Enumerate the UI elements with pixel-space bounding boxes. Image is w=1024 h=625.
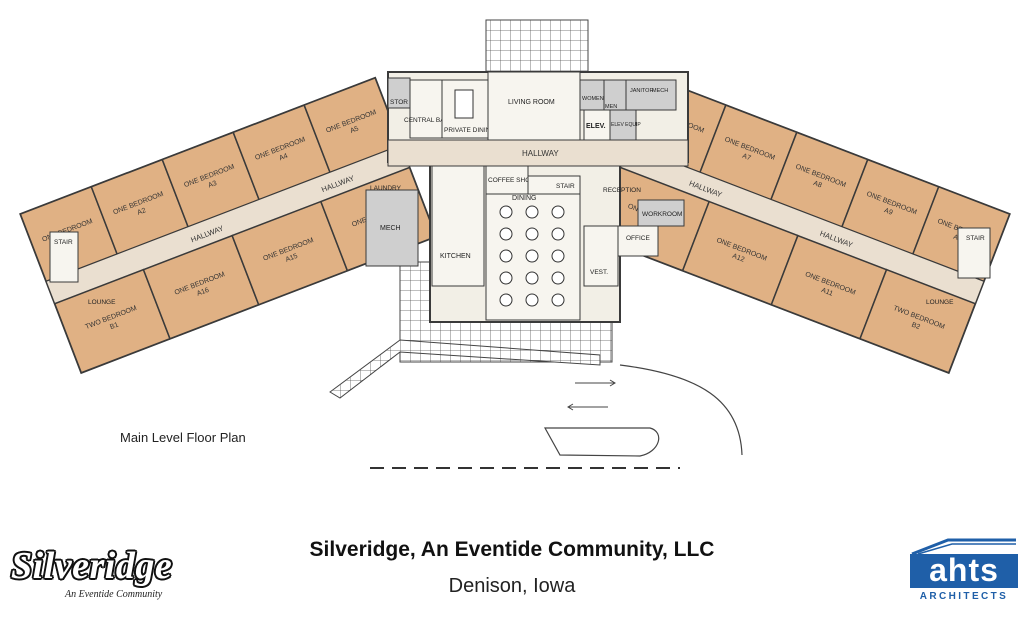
vest-label: VEST.	[590, 269, 608, 276]
ahts-logo-tagline: ARCHITECTS	[919, 591, 1009, 602]
living-room	[487, 71, 581, 141]
lounge-right-label: LOUNGE	[926, 299, 954, 306]
dining-table	[551, 205, 565, 219]
dining-table	[499, 271, 513, 285]
laundry-label: LAUNDRY	[370, 185, 402, 192]
mech-top-label: MECH	[652, 88, 668, 94]
stair-right-label: STAIR	[966, 235, 985, 242]
central-hallway	[387, 139, 689, 167]
page-subtitle: Denison, Iowa	[448, 575, 576, 597]
dining-table	[551, 271, 565, 285]
central-bath	[409, 79, 443, 139]
central-hallway-label: HALLWAY	[522, 149, 559, 158]
janitor-label: JANITOR	[630, 88, 653, 94]
dining-tables	[499, 205, 565, 307]
dining-table	[525, 205, 539, 219]
kitchen-label: KITCHEN	[440, 253, 471, 260]
coffee-shop-label: COFFEE SHOP	[488, 177, 535, 184]
stair-right	[957, 227, 991, 279]
silveridge-logo-tagline: An Eventide Community	[65, 589, 163, 600]
dining-table	[551, 249, 565, 263]
unit-room-label: A3	[207, 180, 218, 190]
page-title: Silveridge, An Eventide Community, LLC	[309, 538, 715, 561]
canopy-paving	[485, 19, 589, 73]
dining-table	[525, 271, 539, 285]
ahts-logo-mark: ahts	[910, 554, 1018, 588]
walk-paving	[329, 339, 601, 399]
men-label: MEN	[605, 104, 617, 110]
elev-equip-label: ELEV EQUIP	[611, 122, 641, 128]
arrow-right-head	[609, 379, 616, 387]
unit-room-label: B2	[910, 322, 921, 332]
unit-room-label: A12	[731, 253, 745, 264]
unit-room-label: A7	[741, 153, 752, 163]
office	[617, 225, 659, 257]
vestibule	[583, 225, 619, 287]
dining-table	[525, 227, 539, 241]
elevator	[583, 109, 611, 141]
unit-room-label: A16	[196, 287, 210, 298]
stair-left	[49, 231, 79, 283]
dining-table	[525, 293, 539, 307]
dining-table	[499, 227, 513, 241]
dining-table	[525, 249, 539, 263]
arrow-left-head	[567, 403, 574, 411]
unit-room-label: B1	[109, 322, 120, 332]
unit-room-label: A9	[883, 207, 894, 217]
mech-label: MECH	[380, 225, 401, 232]
unit-room-label: A4	[278, 153, 289, 163]
unit-room-label: A11	[820, 287, 834, 298]
dining-table	[551, 293, 565, 307]
dining-label: DINING	[512, 195, 537, 202]
drive-curve	[619, 364, 743, 456]
stor-label: STOR	[390, 99, 408, 106]
workroom-label: WORKROOM	[642, 211, 682, 218]
living-room-label: LIVING ROOM	[508, 99, 555, 106]
workroom	[637, 199, 685, 227]
women-label: WOMEN	[582, 96, 604, 102]
dining-table	[499, 205, 513, 219]
plan-title: Main Level Floor Plan	[120, 430, 246, 445]
unit-room-label: A2	[136, 207, 147, 217]
elev-equip-room	[609, 109, 637, 141]
unit-room-label: A15	[285, 253, 299, 264]
unit-room-label: A5	[349, 125, 360, 135]
silveridge-logo: Silveridge An Eventide Community	[5, 540, 215, 610]
dining-table	[499, 293, 513, 307]
ahts-roof-icon	[911, 538, 1016, 556]
unit-room-label: A8	[812, 180, 823, 190]
kitchen	[431, 165, 485, 287]
office-label: OFFICE	[626, 235, 650, 242]
lounge-left-label: LOUNGE	[88, 299, 116, 306]
elevator-label: ELEV.	[586, 123, 606, 130]
drop-off-island	[543, 427, 660, 457]
stair-left-label: STAIR	[54, 239, 73, 246]
mech-room	[365, 189, 419, 267]
unit-room	[859, 268, 977, 374]
ahts-logo: ahts ARCHITECTS	[908, 536, 1020, 608]
central-bath-label: CENTRAL BATH	[404, 117, 453, 124]
coffee-shop	[485, 165, 529, 195]
dining-table	[551, 227, 565, 241]
stair-center-label: STAIR	[556, 183, 575, 190]
private-dining-label: PRIVATE DINING	[444, 127, 495, 134]
womens-restroom	[579, 79, 605, 111]
janitor-mech	[625, 79, 677, 111]
reception-label: RECEPTION	[603, 187, 641, 194]
dining-table	[499, 249, 513, 263]
private-dining-table	[454, 89, 474, 119]
silveridge-logo-word: Silveridge	[11, 545, 173, 587]
